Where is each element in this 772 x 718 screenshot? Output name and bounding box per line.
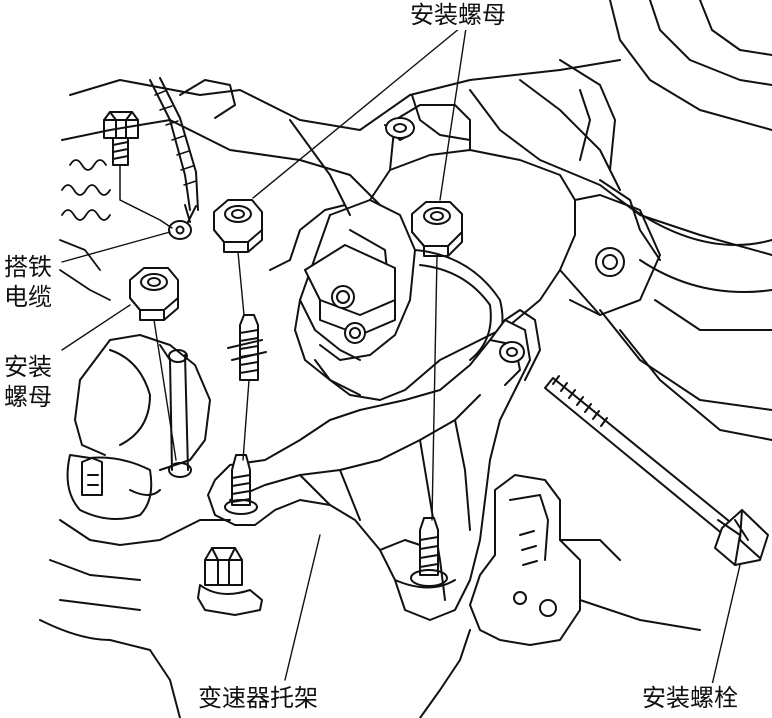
ground-cable [149,77,199,240]
transmission-bracket [207,309,541,621]
label-mounting-bolt: 安装螺栓 [642,683,738,713]
upper-left-bolt [103,111,173,229]
label-transmission-bracket: 变速器托架 [198,683,318,713]
bracket-studs [224,454,448,587]
label-left-nut-line2: 螺母 [4,383,52,411]
label-top-nut: 安装螺母 [410,0,506,30]
label-left-nut-line1: 安装 [4,353,52,381]
lower-bolt [197,547,263,616]
top-left-nut [213,199,263,253]
long-mounting-bolt [544,375,769,566]
center-stud [227,314,267,381]
label-ground-cable: 搭铁 电缆 [4,252,52,312]
label-ground-cable-line1: 搭铁 [4,253,52,281]
label-left-nut: 安装 螺母 [4,352,52,412]
mount-body [269,104,661,401]
left-nut [129,267,179,321]
lower-left-housing [39,334,231,718]
wire-coils [59,159,111,301]
leader-lines [61,27,741,686]
top-right-nut [411,201,463,257]
engine-block-outline [61,0,772,441]
right-lower-fitting [419,474,701,718]
label-ground-cable-line2: 电缆 [4,283,52,311]
